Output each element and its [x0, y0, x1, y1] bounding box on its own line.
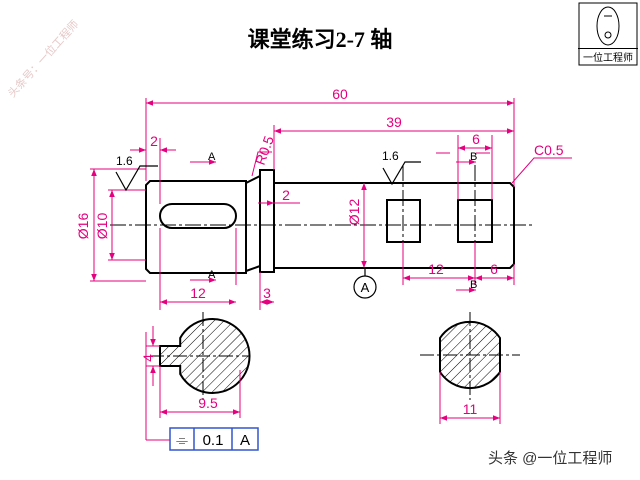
cut-label-b-top: B: [470, 151, 477, 163]
cut-label-a-bottom: A: [208, 269, 216, 281]
logo-icon: [578, 2, 638, 66]
section-a: 4 9.5: [140, 312, 251, 441]
dim-right-length: 39: [386, 114, 402, 130]
dim-flat-position: 12: [428, 261, 444, 277]
dim-keyway-depth: 4: [140, 354, 156, 362]
dim-dia-bore: Ø10: [94, 213, 110, 240]
dim-shoulder-width: 2: [282, 187, 290, 203]
dim-overall-length: 60: [332, 86, 348, 102]
section-b: 11: [420, 312, 520, 424]
roughness-right: 1.6: [382, 149, 399, 163]
dim-chamfer: C0.5: [534, 142, 564, 158]
tolerance-value: 0.1: [203, 432, 224, 449]
dim-keyway-length: 12: [190, 285, 206, 301]
dim-fillet: R0.5: [252, 134, 277, 167]
dim-dia-left: Ø16: [75, 213, 91, 240]
symmetry-icon: ⌯: [176, 432, 188, 449]
dim-collar-width: 3: [263, 285, 271, 301]
logo-text: 一位工程师: [578, 48, 638, 64]
shaft-outline: [145, 169, 515, 274]
dim-section-a: 9.5: [198, 395, 218, 411]
datum-label: A: [361, 280, 370, 295]
dim-dia-right: Ø12: [346, 199, 362, 226]
dim-flat-end: 6: [490, 261, 498, 277]
dim-keyway-offset: 2: [150, 133, 158, 149]
cut-label-a-top: A: [208, 151, 216, 163]
dim-flat-width: 6: [472, 131, 480, 147]
footer-credit: 头条 @一位工程师: [488, 450, 613, 467]
tolerance-datum: A: [240, 432, 250, 449]
page-title: 课堂练习2-7 轴: [247, 27, 393, 52]
tolerance-frame: ⌯ 0.1 A: [169, 427, 259, 451]
roughness-left: 1.6: [116, 154, 133, 168]
cut-label-b-bottom: B: [470, 279, 477, 291]
dim-section-b: 11: [463, 401, 478, 417]
